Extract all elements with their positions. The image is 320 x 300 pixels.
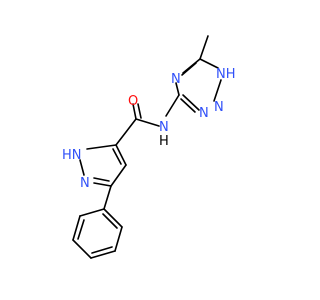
- bond-ph-3: [72, 239, 92, 259]
- bond-n2-c3: [182, 94, 200, 111]
- bond-ph-1: [79, 208, 105, 217]
- triazole-n4-label: N: [171, 72, 181, 87]
- pyrazole-nh-label: HN: [62, 148, 82, 163]
- pyrazole-n-label: N: [80, 176, 90, 191]
- molecule-structure: O N H N NH N N HN N: [0, 0, 300, 300]
- triazole-n2-label: N: [214, 100, 224, 115]
- atom-labels: O N H N NH N N HN N: [62, 67, 236, 191]
- bond-n2-c3-double: [93, 177, 110, 182]
- bond-ph-2: [72, 215, 81, 241]
- bond-n2-c3-double: [180, 98, 196, 113]
- bond-nh-cco: [135, 118, 160, 127]
- bond-c4-c5: [115, 144, 127, 166]
- oxygen-label: O: [128, 94, 138, 109]
- bond-c4-c5-double: [112, 148, 122, 165]
- triazole-n1-label: N: [199, 106, 209, 121]
- amide-hydrogen-label: H: [159, 134, 169, 149]
- bond-n4-c3: [175, 82, 180, 96]
- bond-pyrazole-phenyl: [103, 185, 112, 210]
- bond-n1-n2: [79, 159, 85, 176]
- bond-c5-n1: [86, 144, 117, 150]
- bond-n1-n2: [213, 79, 222, 102]
- bond-n2-c3: [93, 182, 112, 187]
- amide-nitrogen-label: N: [159, 120, 169, 135]
- bond-c3-c4: [110, 164, 127, 187]
- bond-ph-6-double: [102, 213, 118, 229]
- bond-c-o-double: [137, 103, 142, 119]
- bond-methyl: [199, 35, 209, 60]
- triazole-nh-label: NH: [216, 67, 236, 82]
- bond-ph-5: [114, 226, 123, 252]
- bond-c3-nh: [165, 94, 180, 117]
- bond-cco-pyrazole: [115, 118, 137, 146]
- bonds: [72, 35, 222, 259]
- bond-c-o: [132, 103, 137, 120]
- bond-ph-2-double: [77, 219, 85, 240]
- molecule-canvas: O N H N NH N N HN N: [0, 0, 300, 300]
- bond-ph-6: [103, 208, 123, 228]
- bond-ph-4-double: [91, 246, 113, 254]
- bond-c5-n1h: [199, 58, 219, 69]
- bond-c5-n4-double: [181, 62, 197, 76]
- bond-ph-4: [90, 250, 116, 259]
- background: [0, 0, 300, 300]
